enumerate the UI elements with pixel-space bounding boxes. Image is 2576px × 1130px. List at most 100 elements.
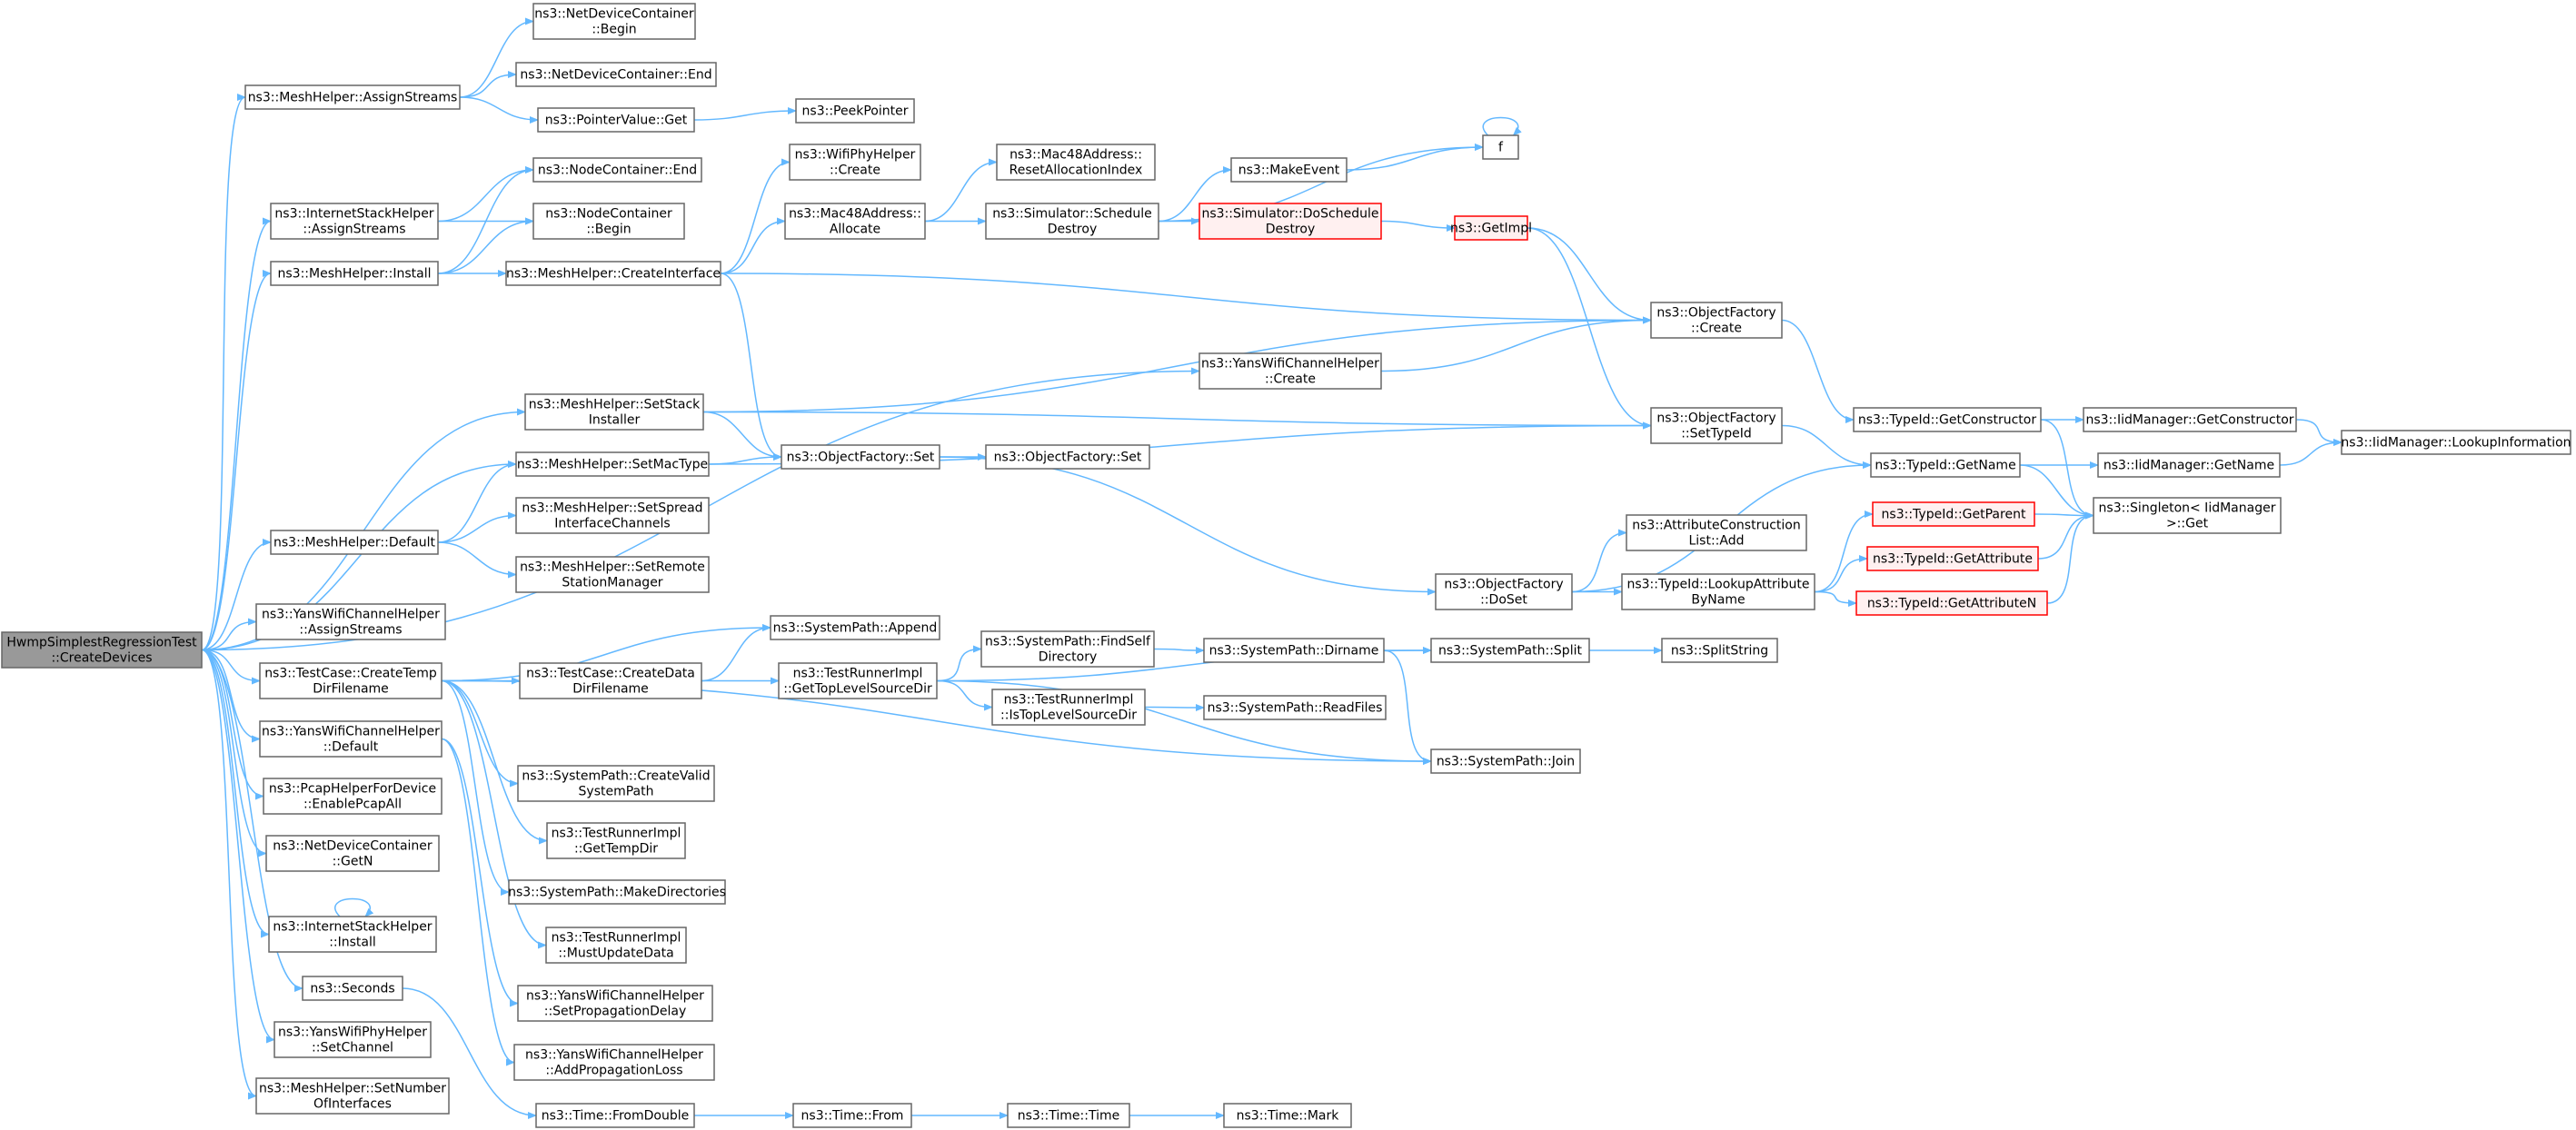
graph-node-ofSetTpl[interactable]: ns3::ObjectFactory::Set (781, 444, 940, 470)
graph-node-iidLookup[interactable]: ns3::IidManager::LookupInformation (2341, 430, 2571, 455)
graph-node-ywchAddLoss[interactable]: ns3::YansWifiChannelHelper::AddPropagati… (513, 1044, 715, 1081)
node-label: ns3::MeshHelper::Default (274, 536, 436, 550)
graph-node-seconds[interactable]: ns3::Seconds (302, 976, 403, 1001)
graph-node-macAllocate[interactable]: ns3::Mac48Address::Allocate (784, 203, 926, 240)
graph-node-timeFromDouble[interactable]: ns3::Time::FromDouble (535, 1103, 695, 1128)
graph-node-peekPointer[interactable]: ns3::PeekPointer (795, 98, 915, 124)
graph-node-ofSetTypeId[interactable]: ns3::ObjectFactory::SetTypeId (1650, 407, 1783, 444)
node-box (259, 720, 443, 758)
call-edge-root-ndcGetN (201, 649, 267, 857)
node-box (2083, 407, 2297, 432)
graph-node-trGetTop[interactable]: ns3::TestRunnerImpl::GetTopLevelSourceDi… (778, 662, 938, 699)
graph-node-timeTime[interactable]: ns3::Time::Time (1007, 1103, 1130, 1128)
call-edge-tidLookupAttr-tidGetAttr (1814, 555, 1868, 593)
graph-node-spJoin[interactable]: ns3::SystemPath::Join (1430, 748, 1581, 774)
graph-node-spDirname[interactable]: ns3::SystemPath::Dirname (1203, 638, 1385, 663)
graph-node-ndcEnd[interactable]: ns3::NetDeviceContainer::End (515, 62, 717, 87)
graph-node-mhCreateIf[interactable]: ns3::MeshHelper::CreateInterface (505, 261, 721, 286)
graph-node-tidGetName[interactable]: ns3::TypeId::GetName (1870, 452, 2021, 478)
graph-node-spAppend[interactable]: ns3::SystemPath::Append (770, 615, 940, 640)
graph-node-timeFrom[interactable]: ns3::Time::From (792, 1103, 912, 1128)
node-label: ns3::TypeId::GetAttribute (1873, 552, 2033, 567)
graph-node-mhDefault[interactable]: ns3::MeshHelper::Default (270, 530, 439, 555)
node-label: List::Add (1688, 534, 1744, 549)
call-edge-ywchDefault-ywchAddLoss (441, 738, 515, 1066)
node-box (532, 3, 696, 40)
graph-node-root[interactable]: HwmpSimplestRegressionTest::CreateDevice… (1, 631, 203, 669)
graph-node-mhInstall[interactable]: ns3::MeshHelper::Install (270, 261, 439, 286)
call-edge-simSchedDestroy-makeEvent (1158, 166, 1232, 223)
node-box (985, 203, 1159, 240)
graph-node-phEnablePcap[interactable]: ns3::PcapHelperForDevice::EnablePcapAll (263, 778, 443, 815)
graph-node-tidGetCtor[interactable]: ns3::TypeId::GetConstructor (1853, 407, 2042, 432)
graph-node-ofCreate[interactable]: ns3::ObjectFactory::Create (1650, 302, 1783, 339)
node-label: DirFilename (313, 682, 389, 697)
graph-node-trIsTop[interactable]: ns3::TestRunnerImpl::IsTopLevelSourceDir (991, 689, 1146, 726)
graph-node-ishAssign[interactable]: ns3::InternetStackHelper::AssignStreams (270, 203, 439, 240)
node-label: ns3::MeshHelper::AssignStreams (248, 91, 458, 105)
graph-node-getImpl[interactable]: ns3::GetImpl (1450, 215, 1532, 241)
call-edge-trGetTop-trIsTop (936, 679, 993, 711)
graph-node-ndcBegin[interactable]: ns3::NetDeviceContainer::Begin (532, 3, 696, 40)
graph-node-spReadFiles[interactable]: ns3::SystemPath::ReadFiles (1203, 695, 1387, 720)
node-label: ns3::MeshHelper::SetRemote (520, 560, 705, 575)
graph-node-wphCreate[interactable]: ns3::WifiPhyHelper::Create (789, 144, 921, 181)
node-box (985, 444, 1150, 470)
node-label: ns3::Singleton< IidManager (2099, 501, 2276, 516)
graph-node-ndcGetN[interactable]: ns3::NetDeviceContainer::GetN (265, 835, 440, 872)
graph-node-ywchCreate[interactable]: ns3::YansWifiChannelHelper::Create (1198, 352, 1382, 390)
graph-node-iidGetCtor[interactable]: ns3::IidManager::GetConstructor (2083, 407, 2297, 432)
node-box (524, 393, 704, 431)
graph-node-splitString[interactable]: ns3::SplitString (1661, 638, 1778, 663)
graph-node-ncEnd[interactable]: ns3::NodeContainer::End (532, 157, 702, 183)
graph-node-f[interactable]: f (1482, 134, 1519, 160)
node-box (792, 1103, 912, 1128)
call-edge-mhDefault-mhRemote (437, 541, 517, 579)
node-label: ns3::SystemPath::Append (773, 621, 938, 636)
graph-node-ofDoSet[interactable]: ns3::ObjectFactory::DoSet (1435, 573, 1573, 610)
call-edge-iidGetName-iidLookup (2279, 439, 2342, 466)
node-label: ns3::ObjectFactory (1656, 411, 1775, 426)
node-label: ::DoSet (1480, 593, 1527, 608)
graph-node-trMustUpdate[interactable]: ns3::TestRunnerImpl::MustUpdateData (545, 927, 687, 964)
graph-node-ywchDefault[interactable]: ns3::YansWifiChannelHelper::Default (259, 720, 443, 758)
graph-node-singletonGet[interactable]: ns3::Singleton< IidManager>::Get (2093, 497, 2282, 534)
graph-node-ncBegin[interactable]: ns3::NodeContainer::Begin (532, 203, 685, 240)
graph-node-pvGet[interactable]: ns3::PointerValue::Get (537, 107, 695, 133)
graph-node-spMakeDirs[interactable]: ns3::SystemPath::MakeDirectories (508, 879, 726, 905)
call-edge-getImpl-ofSetTypeId (1527, 227, 1652, 430)
call-edge-root-ywphSetChan (201, 649, 275, 1044)
graph-node-ishInstall[interactable]: ns3::InternetStackHelper::Install (268, 916, 437, 953)
graph-node-trGetTempDir[interactable]: ns3::TestRunnerImpl::GetTempDir (546, 822, 686, 859)
graph-node-ywchAssign[interactable]: ns3::YansWifiChannelHelper::AssignStream… (255, 603, 446, 640)
graph-node-mhSpread[interactable]: ns3::MeshHelper::SetSpreadInterfaceChann… (515, 497, 710, 534)
graph-node-tidGetParent[interactable]: ns3::TypeId::GetParent (1872, 501, 2035, 527)
graph-node-mhSetMac[interactable]: ns3::MeshHelper::SetMacType (515, 451, 710, 477)
graph-node-spSplit[interactable]: ns3::SystemPath::Split (1430, 638, 1590, 663)
graph-node-ywphSetChan[interactable]: ns3::YansWifiPhyHelper::SetChannel (274, 1021, 432, 1058)
node-box (778, 662, 938, 699)
graph-node-assignStreams[interactable]: ns3::MeshHelper::AssignStreams (244, 84, 461, 110)
node-box (1430, 748, 1581, 774)
graph-node-makeEvent[interactable]: ns3::MakeEvent (1230, 157, 1348, 183)
graph-node-tidGetAttrN[interactable]: ns3::TypeId::GetAttributeN (1855, 590, 2048, 616)
graph-node-iidGetName[interactable]: ns3::IidManager::GetName (2097, 452, 2281, 478)
graph-node-ywchSetProp[interactable]: ns3::YansWifiChannelHelper::SetPropagati… (517, 985, 713, 1022)
graph-node-tidGetAttr[interactable]: ns3::TypeId::GetAttribute (1866, 546, 2039, 571)
graph-node-timeMark[interactable]: ns3::Time::Mark (1223, 1103, 1352, 1128)
graph-node-macReset[interactable]: ns3::Mac48Address::ResetAllocationIndex (996, 144, 1156, 181)
graph-node-ofSet[interactable]: ns3::ObjectFactory::Set (985, 444, 1150, 470)
node-label: Destroy (1048, 223, 1097, 237)
node-label: ns3::MeshHelper::SetStack (529, 398, 701, 412)
